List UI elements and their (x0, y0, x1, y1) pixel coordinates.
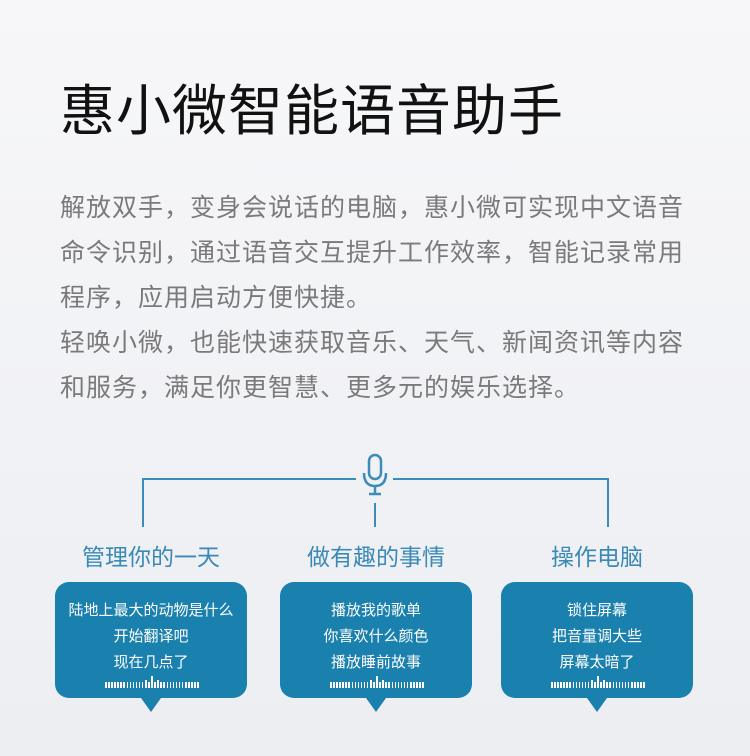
example-phrase: 陆地上最大的动物是什么 (68, 601, 234, 619)
category-heading: 管理你的一天 (82, 545, 220, 571)
example-phrase: 播放我的歌单 (330, 601, 421, 619)
example-phrase: 锁住屏幕 (566, 601, 627, 619)
description: 解放双手，变身会说话的电脑，惠小微可实现中文语音 命令识别，通过语音交互提升工作… (60, 185, 700, 410)
connector-line (142, 478, 144, 527)
connector-line (374, 503, 376, 527)
example-phrase: 现在几点了 (113, 653, 189, 671)
description-line: 命令识别，通过语音交互提升工作效率，智能记录常用 (60, 238, 685, 267)
example-bubble: 播放我的歌单你喜欢什么颜色播放睡前故事 (280, 582, 472, 712)
connector-line (142, 478, 356, 480)
description-line: 轻唤小微，也能快速获取音乐、天气、新闻资讯等内容 (60, 328, 685, 357)
category-heading: 操作电脑 (551, 545, 643, 571)
microphone-icon (362, 453, 388, 496)
description-line: 解放双手，变身会说话的电脑，惠小微可实现中文语音 (60, 193, 685, 222)
connector-line (607, 478, 609, 527)
example-bubble: 锁住屏幕把音量调大些屏幕太暗了 (501, 582, 693, 712)
description-line: 程序，应用启动方便快捷。 (60, 283, 373, 312)
sound-wave-icon (105, 676, 199, 688)
sound-wave-icon (330, 676, 424, 688)
example-phrase: 屏幕太暗了 (559, 653, 635, 671)
sound-wave-icon (551, 676, 645, 688)
example-phrase: 播放睡前故事 (330, 653, 421, 671)
description-line: 和服务，满足你更智慧、更多元的娱乐选择。 (60, 373, 581, 402)
example-phrase: 你喜欢什么颜色 (323, 627, 429, 645)
example-phrase: 把音量调大些 (551, 627, 642, 645)
example-bubble: 陆地上最大的动物是什么开始翻译吧现在几点了 (55, 582, 247, 712)
page-title: 惠小微智能语音助手 (60, 79, 565, 143)
connector-line (393, 478, 608, 480)
example-phrase: 开始翻译吧 (113, 627, 189, 645)
category-heading: 做有趣的事情 (307, 545, 445, 571)
